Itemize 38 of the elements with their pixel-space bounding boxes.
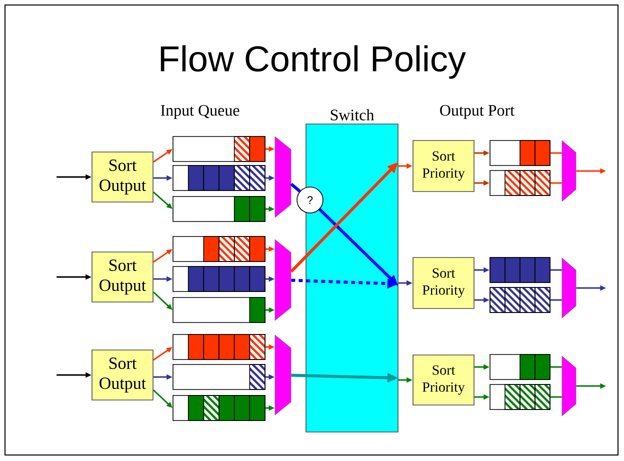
queue-bar [172,364,266,390]
column-heading: Output Port [440,105,514,119]
sort-box: Sort Priority [412,257,474,309]
queue-bar [172,266,266,292]
connector-line [550,366,562,368]
queue-bar [490,170,550,196]
connector-line [550,396,562,398]
queue-bar [490,140,550,166]
multiplexer [274,239,292,321]
queue-bar [172,297,266,323]
sort-box: Sort Output [92,350,154,400]
sort-box: Sort Priority [412,140,474,192]
sort-box: Sort Output [92,252,154,302]
sort-box: Sort Output [92,152,154,202]
multiplexer [274,334,292,416]
queue-bar [172,334,266,360]
sort-box: Sort Priority [412,354,474,406]
queue-bar [172,136,266,162]
queue-bar [490,384,550,410]
queue-bar [172,165,266,191]
queue-bar [490,287,550,313]
queue-bar [490,354,550,380]
connector-line [550,182,562,184]
title: Flow Control Policy [160,45,466,79]
queue-bar [172,196,266,222]
connector-line [550,299,562,301]
multiplexer [562,140,576,202]
connector-line [550,269,562,271]
column-heading: Input Queue [160,105,240,119]
connector-line [290,182,301,192]
queue-bar [490,257,550,283]
node-label: Switch [330,109,374,120]
multiplexer [562,258,576,318]
multiplexer [562,356,576,416]
queue-bar [172,236,266,262]
connector-line [550,152,562,154]
queue-bar [172,395,266,421]
multiplexer [274,136,292,218]
